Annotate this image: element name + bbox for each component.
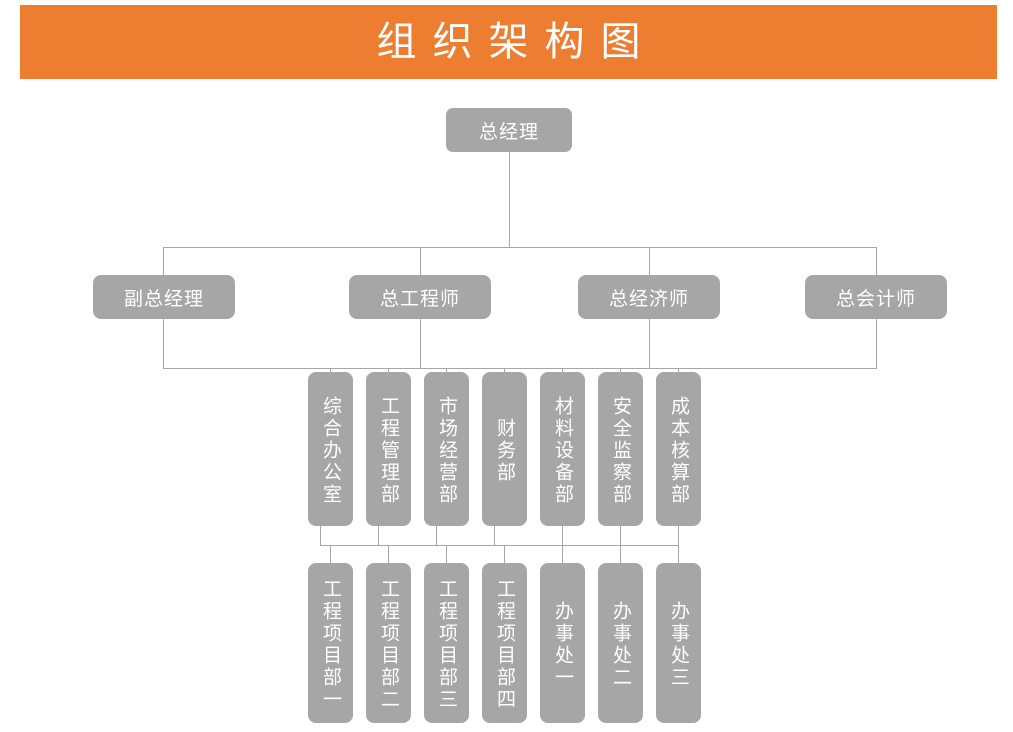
node-label: 材料设备部: [552, 396, 573, 506]
node-label: 总经理: [478, 121, 539, 143]
node-office-1[interactable]: 办事处一: [540, 563, 585, 723]
connector-level2-drop-4: [876, 247, 877, 275]
connector-level2-drop-3: [649, 247, 650, 275]
node-finance-dept[interactable]: 财务部: [482, 372, 527, 526]
connector-level3-riser-2: [378, 526, 379, 545]
connector-level3-drop-3: [446, 368, 447, 374]
node-general-office[interactable]: 综合办公室: [308, 372, 353, 526]
node-office-2[interactable]: 办事处二: [598, 563, 643, 723]
connector-level2-riser-4: [876, 319, 877, 368]
node-label: 安全监察部: [610, 396, 631, 506]
connector-level3-drop-4: [504, 368, 505, 374]
node-chief-engineer[interactable]: 总工程师: [349, 275, 491, 319]
connector-level4-drop-4: [504, 545, 505, 563]
node-market-operations-dept[interactable]: 市场经营部: [424, 372, 469, 526]
connector-level4-drop-2: [388, 545, 389, 563]
connector-level4-drop-5: [562, 545, 563, 563]
node-chief-economist[interactable]: 总经济师: [578, 275, 720, 319]
node-label: 工程项目部四: [494, 579, 515, 711]
node-deputy-general-manager[interactable]: 副总经理: [93, 275, 235, 319]
connector-level3-riser-7: [678, 526, 679, 545]
connector-level3-drop-7: [678, 368, 679, 374]
node-label: 工程项目部三: [436, 579, 457, 711]
node-label: 副总经理: [123, 288, 204, 310]
node-label: 总工程师: [379, 288, 460, 310]
node-safety-supervision-dept[interactable]: 安全监察部: [598, 372, 643, 526]
connector-root-down: [509, 152, 510, 247]
connector-level2-drop-1: [163, 247, 164, 275]
page-title: 组织架构图: [376, 20, 657, 64]
node-chief-accountant[interactable]: 总会计师: [805, 275, 947, 319]
connector-bus-level4: [320, 545, 678, 546]
connector-level3-riser-6: [620, 526, 621, 545]
connector-level2-riser-2: [420, 319, 421, 368]
node-label: 综合办公室: [320, 396, 341, 506]
connector-level4-drop-7: [678, 545, 679, 563]
connector-level2-riser-3: [649, 319, 650, 368]
node-label: 工程项目部二: [378, 579, 399, 711]
connector-level3-drop-5: [562, 368, 563, 374]
connector-level3-riser-5: [562, 526, 563, 545]
node-label: 办事处二: [610, 601, 631, 689]
node-label: 工程管理部: [378, 396, 399, 506]
connector-level4-drop-6: [620, 545, 621, 563]
node-project-dept-1[interactable]: 工程项目部一: [308, 563, 353, 723]
connector-level4-drop-1: [330, 545, 331, 563]
node-project-dept-4[interactable]: 工程项目部四: [482, 563, 527, 723]
node-office-3[interactable]: 办事处三: [656, 563, 701, 723]
node-label: 财务部: [494, 418, 515, 484]
node-project-dept-2[interactable]: 工程项目部二: [366, 563, 411, 723]
node-label: 总经济师: [608, 288, 689, 310]
node-label: 办事处三: [668, 601, 689, 689]
node-cost-accounting-dept[interactable]: 成本核算部: [656, 372, 701, 526]
node-project-dept-3[interactable]: 工程项目部三: [424, 563, 469, 723]
node-general-manager[interactable]: 总经理: [446, 108, 572, 152]
node-label: 成本核算部: [668, 396, 689, 506]
connector-level3-drop-2: [388, 368, 389, 374]
connector-level2-riser-1: [163, 319, 164, 368]
connector-bus-level2: [163, 247, 877, 248]
connector-bus-level3: [163, 368, 877, 369]
node-label: 市场经营部: [436, 396, 457, 506]
connector-level3-riser-3: [436, 526, 437, 545]
connector-level3-riser-1: [320, 526, 321, 545]
node-label: 工程项目部一: [320, 579, 341, 711]
connector-level3-drop-6: [620, 368, 621, 374]
title-banner: 组织架构图: [20, 5, 997, 79]
connector-level3-drop-1: [330, 368, 331, 374]
node-materials-equipment-dept[interactable]: 材料设备部: [540, 372, 585, 526]
node-label: 办事处一: [552, 601, 573, 689]
connector-level4-drop-3: [446, 545, 447, 563]
node-label: 总会计师: [835, 288, 916, 310]
connector-level2-drop-2: [420, 247, 421, 275]
connector-level3-riser-4: [494, 526, 495, 545]
node-engineering-management-dept[interactable]: 工程管理部: [366, 372, 411, 526]
